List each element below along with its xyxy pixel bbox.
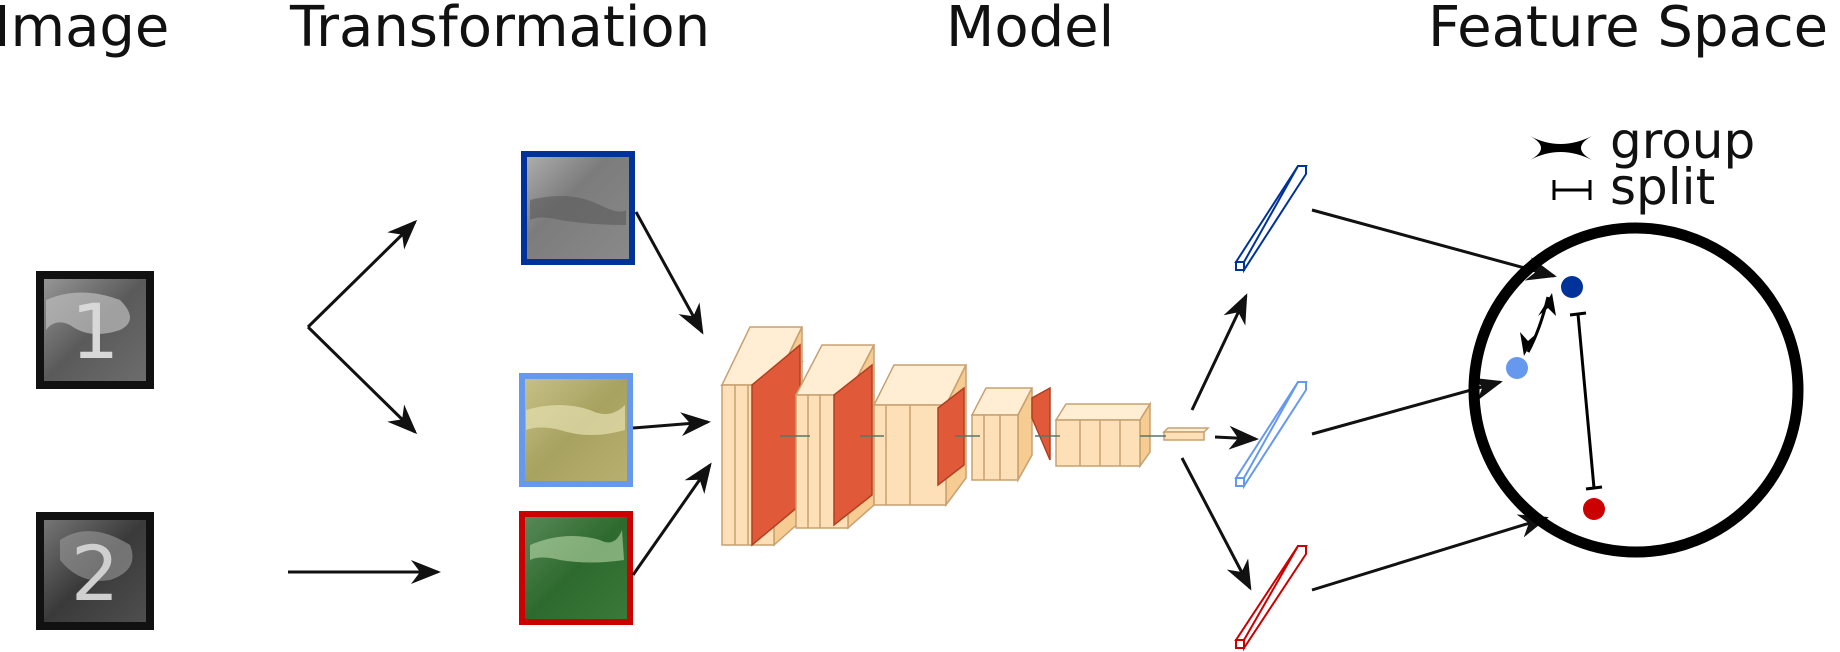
- split-relation: [1569, 311, 1603, 491]
- feature-space-circle: [1468, 222, 1804, 558]
- input-image-2: 2: [36, 512, 154, 630]
- group-relation: [1520, 293, 1556, 356]
- embedding-light-blue: [1234, 381, 1308, 490]
- input-image-1: 1: [36, 271, 154, 389]
- group-icon: [1530, 136, 1592, 160]
- view-light-blue: [519, 373, 633, 487]
- legend-split-label: split: [1610, 158, 1715, 216]
- header-transformation: Transformation: [290, 0, 711, 60]
- transformation-arrows: [288, 219, 441, 584]
- point-dark-blue: [1561, 276, 1583, 298]
- cnn-model: [719, 326, 1210, 547]
- view-red: [519, 511, 633, 625]
- header-feature-space: Feature Space: [1428, 0, 1829, 60]
- legend: group split: [1530, 112, 1755, 216]
- cnn-block-5: [1054, 401, 1152, 469]
- point-light-blue: [1506, 357, 1528, 379]
- legend-group-label: group: [1610, 112, 1755, 170]
- cnn-block-2: [794, 344, 876, 530]
- model-to-embedding-arrows: [1180, 293, 1259, 591]
- header-image: Image: [0, 0, 170, 60]
- point-red: [1583, 498, 1605, 520]
- cnn-block-1: [719, 326, 805, 547]
- embedding-red: [1234, 545, 1308, 652]
- cnn-block-4: [970, 386, 1051, 483]
- header-model: Model: [946, 0, 1115, 60]
- image-1-label: 1: [71, 287, 119, 376]
- view-to-model-arrows: [631, 211, 712, 576]
- view-dark-blue: [521, 151, 635, 265]
- image-2-label: 2: [71, 529, 119, 618]
- embedding-to-feature-arrows: [1311, 208, 1557, 592]
- cnn-output-vector: [1162, 427, 1210, 441]
- cnn-block-3: [872, 364, 968, 508]
- embedding-dark-blue: [1234, 165, 1308, 274]
- split-icon: [1552, 180, 1592, 200]
